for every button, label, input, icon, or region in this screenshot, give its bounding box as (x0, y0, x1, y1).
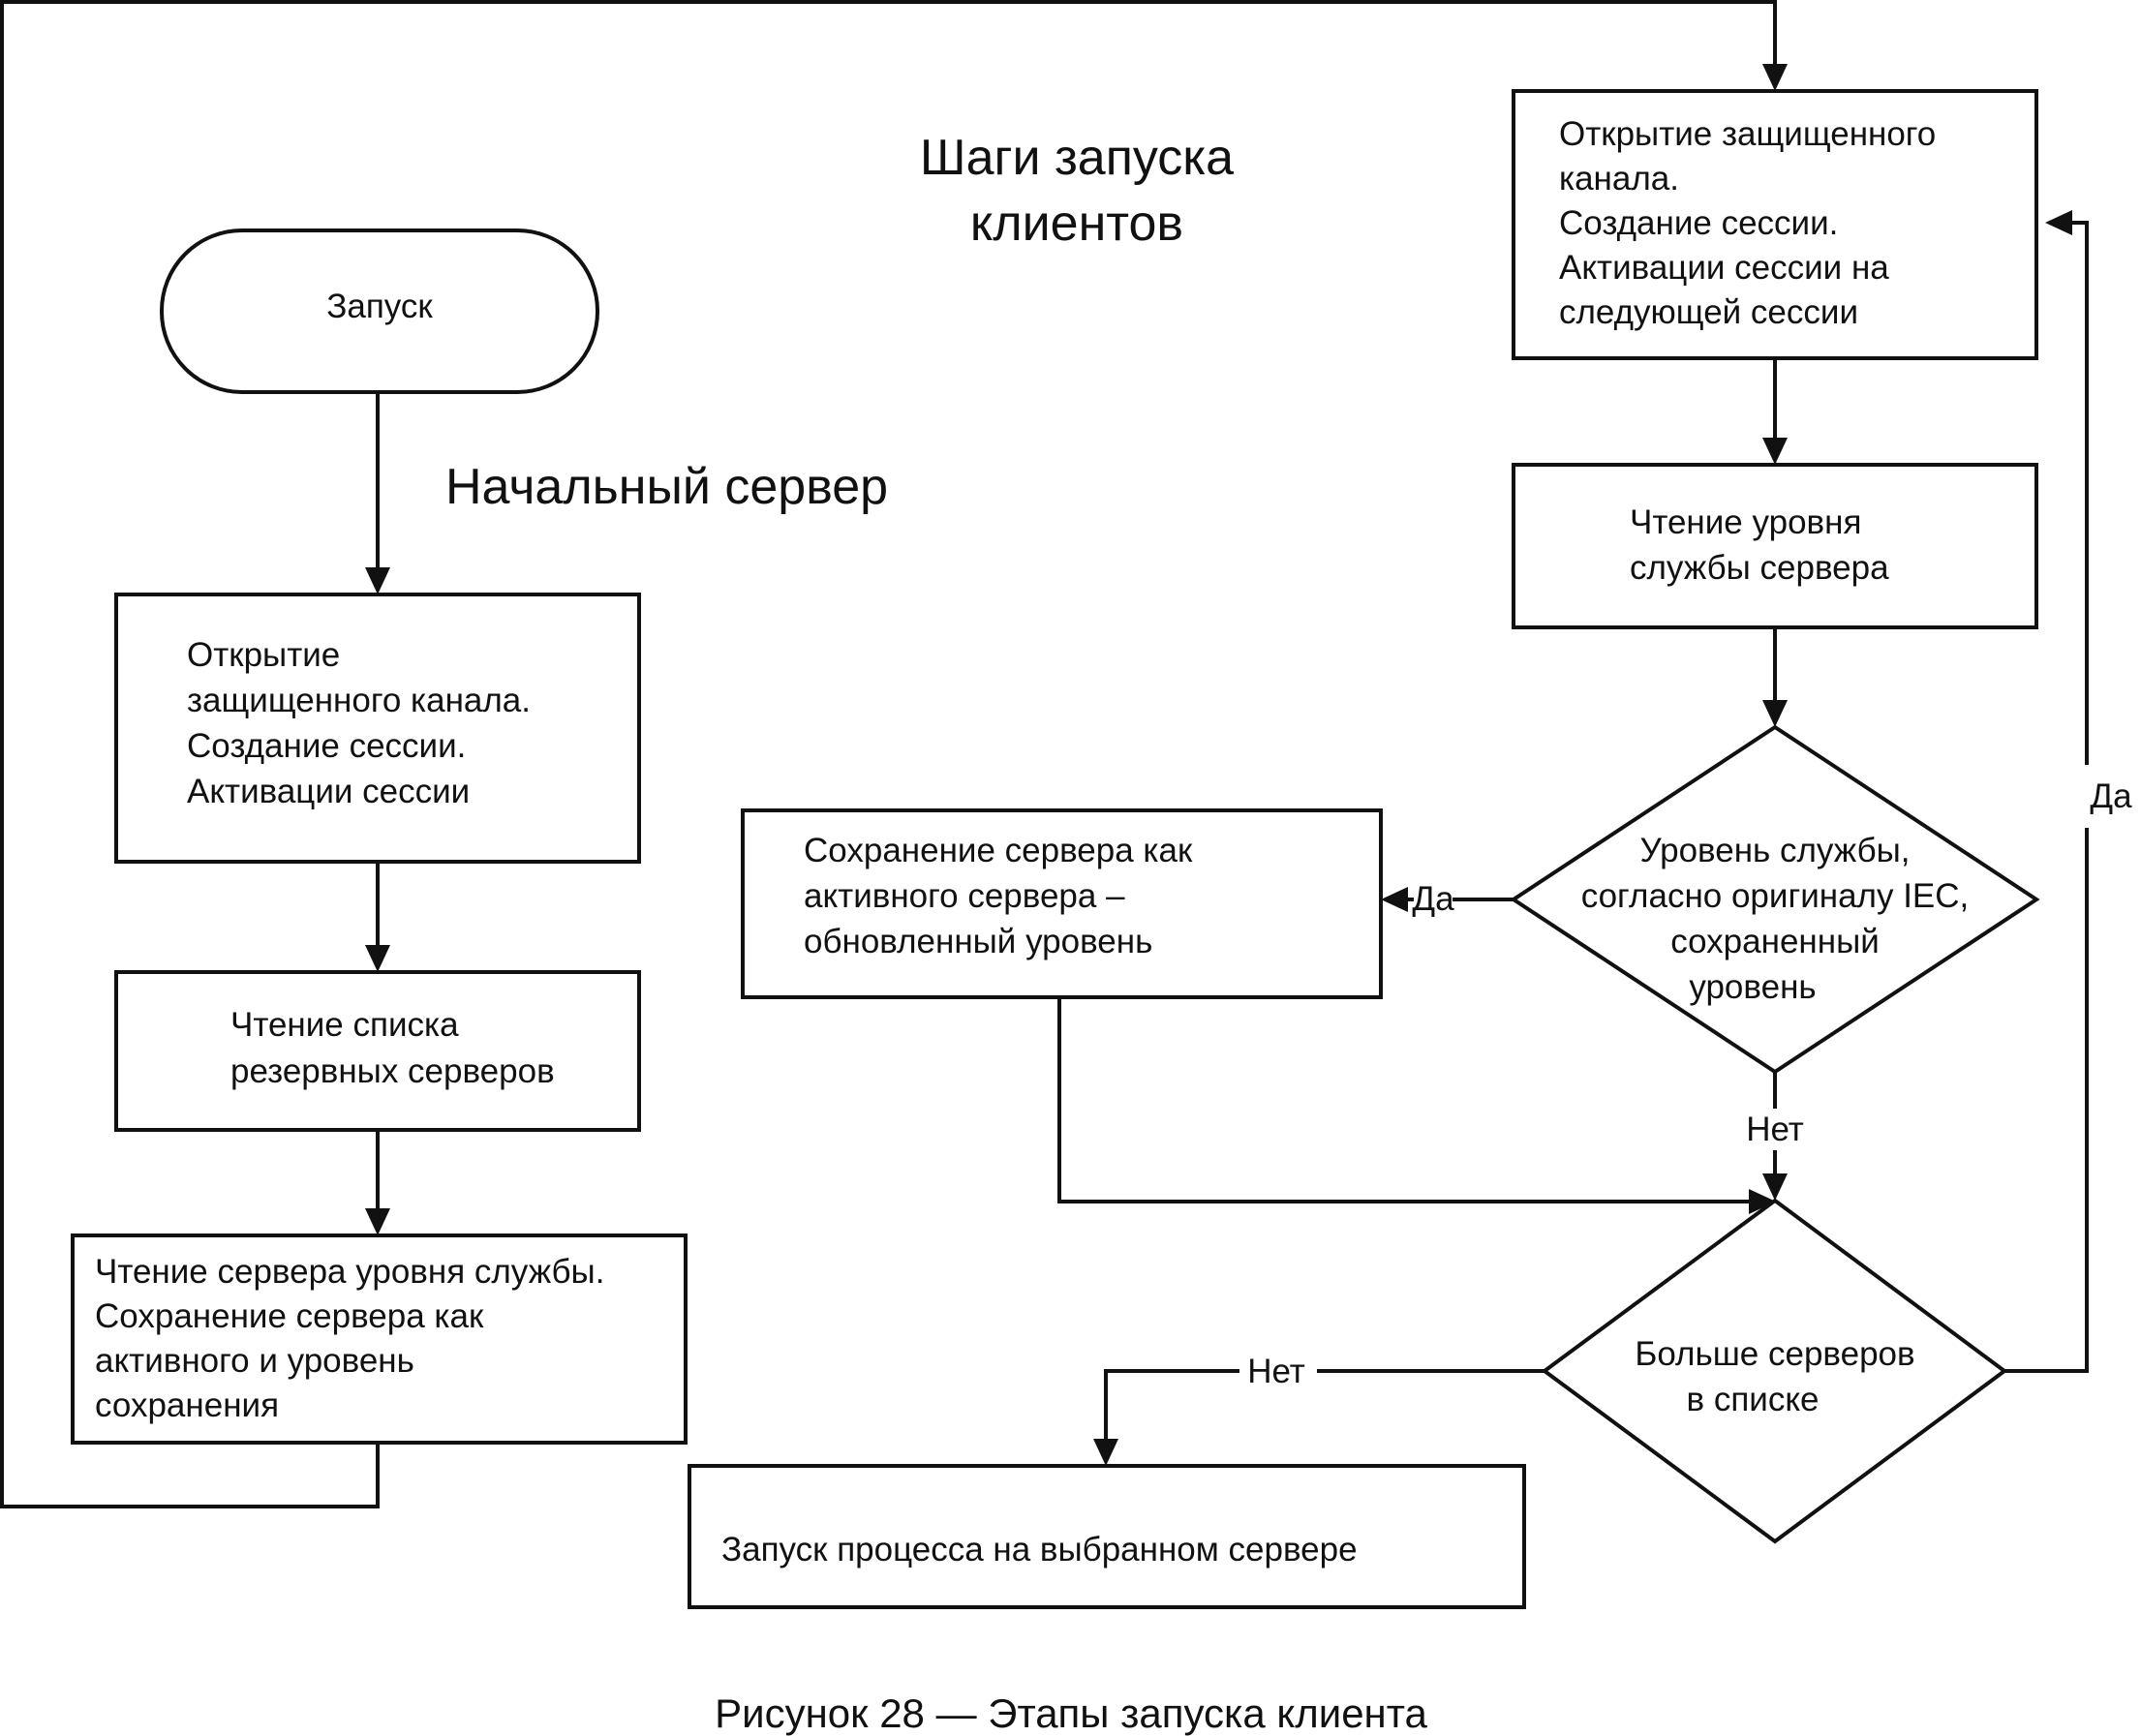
node-line: Сохранение сервера как (804, 832, 1193, 869)
node-line: канала. (1559, 160, 1679, 198)
figure-caption: Рисунок 28 — Этапы запуска клиента (715, 1690, 1427, 1736)
open-channel-next-text: Открытие защищенного канала. Создание се… (1559, 115, 1936, 331)
node-line: Активации сессии на (1559, 249, 1889, 287)
edge-label-no: Нет (1746, 1111, 1804, 1148)
node-line: Открытие защищенного (1559, 115, 1936, 153)
node-line: Открытие (187, 636, 340, 674)
node-line: следующей сессии (1559, 293, 1858, 331)
edge-loop-to-next-server (0, 0, 1777, 1508)
arrowhead (1762, 64, 1788, 91)
node-line: Чтение списка (230, 1006, 459, 1044)
open-channel-initial-text: Открытие защищенного канала. Создание се… (187, 636, 531, 810)
node-line: Создание сессии. (187, 727, 466, 765)
start-label: Запуск (326, 288, 433, 325)
title-line-1: Шаги запуска (920, 130, 1234, 186)
arrowhead (1381, 887, 1408, 912)
save-active-text: Сохранение сервера как активного сервера… (804, 832, 1193, 960)
node-line: резервных серверов (230, 1052, 555, 1090)
arrowhead (1749, 1189, 1776, 1214)
read-service-level-box (71, 1233, 688, 1445)
node-line: Запуск процесса на выбранном сервере (721, 1531, 1358, 1568)
arrowhead (365, 1208, 390, 1235)
open-channel-next-box (1512, 89, 2038, 360)
node-line: Сохранение сервера как (95, 1297, 484, 1335)
edge-label-no: Нет (1247, 1353, 1305, 1390)
read-backup-list-text: Чтение списка резервных серверов (230, 1006, 555, 1090)
arrowhead (1093, 1439, 1118, 1466)
diagram-title: Шаги запуска клиентов (920, 130, 1234, 252)
read-server-level-box (1512, 463, 2038, 629)
node-line: Активации сессии (187, 773, 470, 810)
decision-more-diamond (1541, 1198, 2008, 1544)
subtitle: Начальный сервер (445, 459, 888, 515)
node-line: Создание сессии. (1559, 204, 1838, 242)
edge-more-yes-seg (2004, 828, 2089, 1373)
node-line: службы сервера (1630, 549, 1889, 587)
node-line: сохраненный (1670, 923, 1880, 960)
node-line: активного сервера – (804, 877, 1125, 915)
arrowhead (1762, 1173, 1788, 1201)
node-line: Уровень службы, (1639, 832, 1910, 869)
edge-label-yes: Да (2090, 777, 2132, 815)
node-line: уровень (1689, 968, 1816, 1006)
arrowhead (365, 945, 390, 972)
arrowhead (1762, 700, 1788, 727)
read-backup-list-box (114, 970, 641, 1132)
shapes (71, 89, 2040, 1609)
read-server-level-text: Чтение уровня службы сервера (1630, 503, 1889, 587)
start-text: Запуск (326, 288, 433, 325)
edge-more-yes-seg2 (2070, 221, 2089, 765)
arrowhead (2045, 210, 2072, 235)
connectors (0, 0, 2089, 1508)
arrowhead (365, 567, 390, 594)
arrowhead (1762, 438, 1788, 465)
start-terminator (160, 228, 599, 394)
node-line: Чтение сервера уровня службы. (95, 1253, 604, 1291)
decision-level-text: Уровень службы, согласно оригиналу IEC, … (1581, 832, 1970, 1006)
node-line: защищенного канала. (187, 682, 531, 719)
edge-save-to-more (1057, 997, 1751, 1203)
node-line: согласно оригиналу IEC, (1581, 877, 1970, 915)
node-line: Больше серверов (1635, 1335, 1914, 1373)
node-line: сохранения (95, 1386, 279, 1424)
node-line: Чтение уровня (1630, 503, 1861, 541)
title-line-2: клиентов (970, 196, 1183, 252)
node-line: обновленный уровень (804, 923, 1152, 960)
edge-more-no-seg2 (1104, 1369, 1239, 1441)
open-channel-initial-box (114, 593, 641, 864)
node-line: активного и уровень (95, 1342, 414, 1380)
launch-process-box (688, 1464, 1526, 1609)
launch-process-text: Запуск процесса на выбранном сервере (721, 1531, 1358, 1568)
decision-level-diamond (1510, 724, 2040, 1075)
edge-label-yes: Да (1412, 880, 1454, 918)
save-active-box (741, 808, 1383, 999)
read-service-level-text: Чтение сервера уровня службы. Сохранение… (95, 1253, 604, 1424)
node-line: в списке (1687, 1381, 1820, 1418)
decision-more-text: Больше серверов в списке (1635, 1335, 1914, 1418)
